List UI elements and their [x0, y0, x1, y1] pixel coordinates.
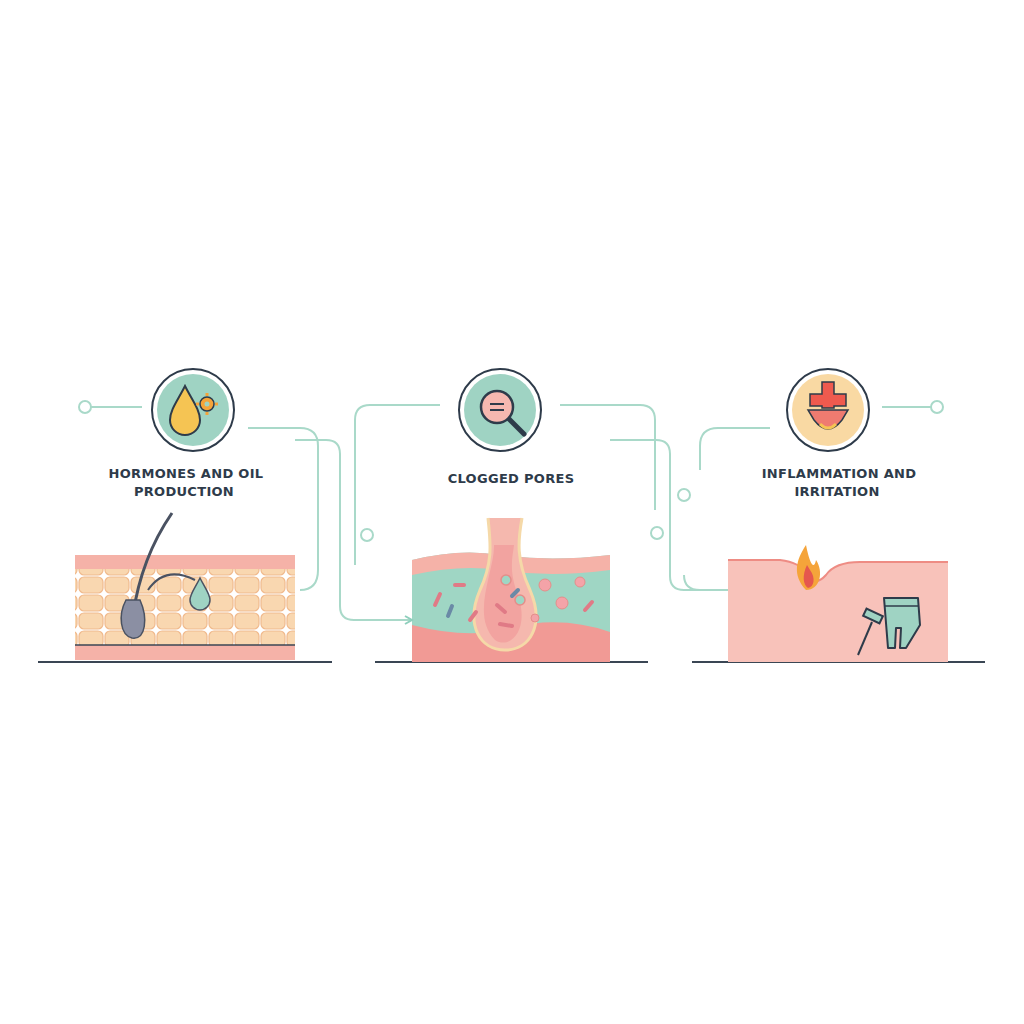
stage-heading: HORMONES AND OIL PRODUCTION: [107, 466, 264, 499]
stage-node: INFLAMMATION AND IRRITATION: [728, 365, 948, 665]
heading-wrap: INFLAMMATION AND IRRITATION: [748, 465, 928, 500]
stage-node: HORMONES AND OIL PRODUCTION: [75, 365, 295, 665]
flow-connector: [295, 440, 412, 620]
stage-heading: CLOGGED PORES: [446, 471, 577, 486]
stage-heading: INFLAMMATION AND IRRITATION: [760, 466, 917, 499]
heading-wrap: HORMONES AND OIL PRODUCTION: [95, 465, 275, 500]
stage-node: CLOGGED PORES: [412, 365, 610, 665]
flow-connector: [610, 440, 728, 590]
heading-wrap: CLOGGED PORES: [421, 470, 601, 488]
